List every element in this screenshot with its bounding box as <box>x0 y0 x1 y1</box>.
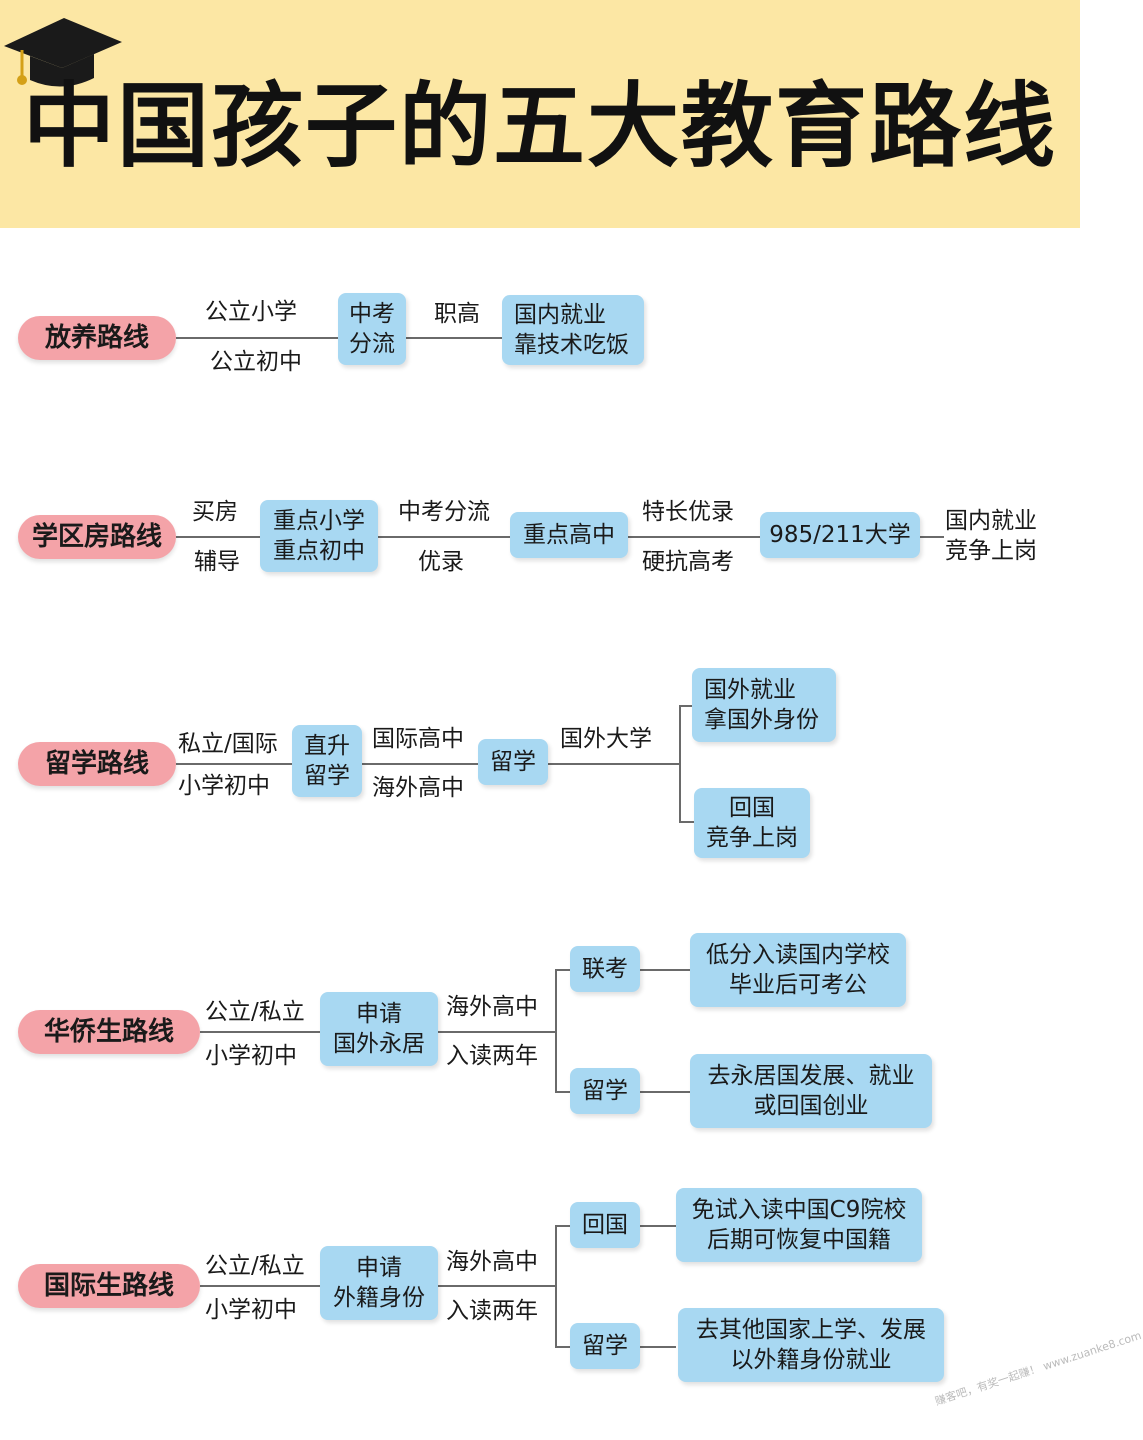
route3-stage-direct: 直升留学 <box>292 725 362 797</box>
header-banner: 中国孩子的五大教育路线 <box>0 0 1080 228</box>
route2-label-youlu: 优录 <box>418 549 464 575</box>
connector-lines <box>176 337 944 1348</box>
route-name-guojisheng: 国际生路线 <box>18 1264 200 1308</box>
route3-label-foreign-univ: 国外大学 <box>560 726 652 752</box>
route-name-huaqiao: 华侨生路线 <box>18 1010 200 1054</box>
route5-label-school-type: 公立/私立 <box>205 1253 305 1279</box>
route1-stage-zhongkao: 中考分流 <box>338 293 406 365</box>
route5-outcome-c9: 免试入读中国C9院校后期可恢复中国籍 <box>676 1188 922 1262</box>
route4-branch-liuxue: 留学 <box>570 1068 640 1114</box>
route5-label-overseas-hs: 海外高中 <box>446 1249 538 1275</box>
route5-outcome-abroad: 去其他国家上学、发展以外籍身份就业 <box>678 1308 944 1382</box>
route2-label-techang: 特长优录 <box>642 499 734 525</box>
route3-outcome-return: 回国竞争上岗 <box>694 788 810 858</box>
route3-label-primary: 小学初中 <box>178 773 270 799</box>
route3-label-overseas-hs: 海外高中 <box>372 775 464 801</box>
route2-label-fudao: 辅导 <box>194 549 240 575</box>
route2-stage-key-school: 重点小学重点初中 <box>260 500 378 572</box>
route5-stage-apply: 申请外籍身份 <box>320 1246 438 1320</box>
route2-outcome: 国内就业竞争上岗 <box>945 508 1037 564</box>
route-name-liuxue: 留学路线 <box>18 742 176 786</box>
route1-label-zhigao: 职高 <box>434 301 480 327</box>
route5-label-primary: 小学初中 <box>205 1297 297 1323</box>
route4-label-school-type: 公立/私立 <box>205 999 305 1025</box>
route1-outcome: 国内就业靠技术吃饭 <box>502 295 644 365</box>
route2-label-gaokao: 硬抗高考 <box>642 549 734 575</box>
route4-label-two-years: 入读两年 <box>446 1043 538 1069</box>
route3-stage-study-abroad: 留学 <box>478 739 548 785</box>
route4-label-primary: 小学初中 <box>205 1043 297 1069</box>
route5-label-two-years: 入读两年 <box>446 1298 538 1324</box>
route1-label-top: 公立小学 <box>205 299 297 325</box>
route4-outcome-abroad: 去永居国发展、就业或回国创业 <box>690 1054 932 1128</box>
route4-branch-liankao: 联考 <box>570 946 640 992</box>
route2-stage-key-highschool: 重点高中 <box>510 512 628 558</box>
route4-outcome-domestic: 低分入读国内学校毕业后可考公 <box>690 933 906 1007</box>
route4-stage-apply: 申请国外永居 <box>320 992 438 1066</box>
route1-label-bottom: 公立初中 <box>210 349 302 375</box>
route2-label-zhongkao: 中考分流 <box>398 499 490 525</box>
route3-outcome-abroad: 国外就业拿国外身份 <box>692 668 836 742</box>
route-name-fangyang: 放养路线 <box>18 316 176 360</box>
route5-branch-return: 回国 <box>570 1202 640 1248</box>
route5-branch-liuxue: 留学 <box>570 1323 640 1369</box>
route4-label-overseas-hs: 海外高中 <box>446 994 538 1020</box>
route-name-xuequfang: 学区房路线 <box>18 515 176 559</box>
route2-stage-university: 985/211大学 <box>760 512 920 558</box>
route3-label-private: 私立/国际 <box>178 731 278 757</box>
page-title: 中国孩子的五大教育路线 <box>22 73 1057 180</box>
route3-label-intl-hs: 国际高中 <box>372 726 464 752</box>
route2-label-maifang: 买房 <box>192 499 238 525</box>
graduation-cap-icon <box>4 18 122 87</box>
